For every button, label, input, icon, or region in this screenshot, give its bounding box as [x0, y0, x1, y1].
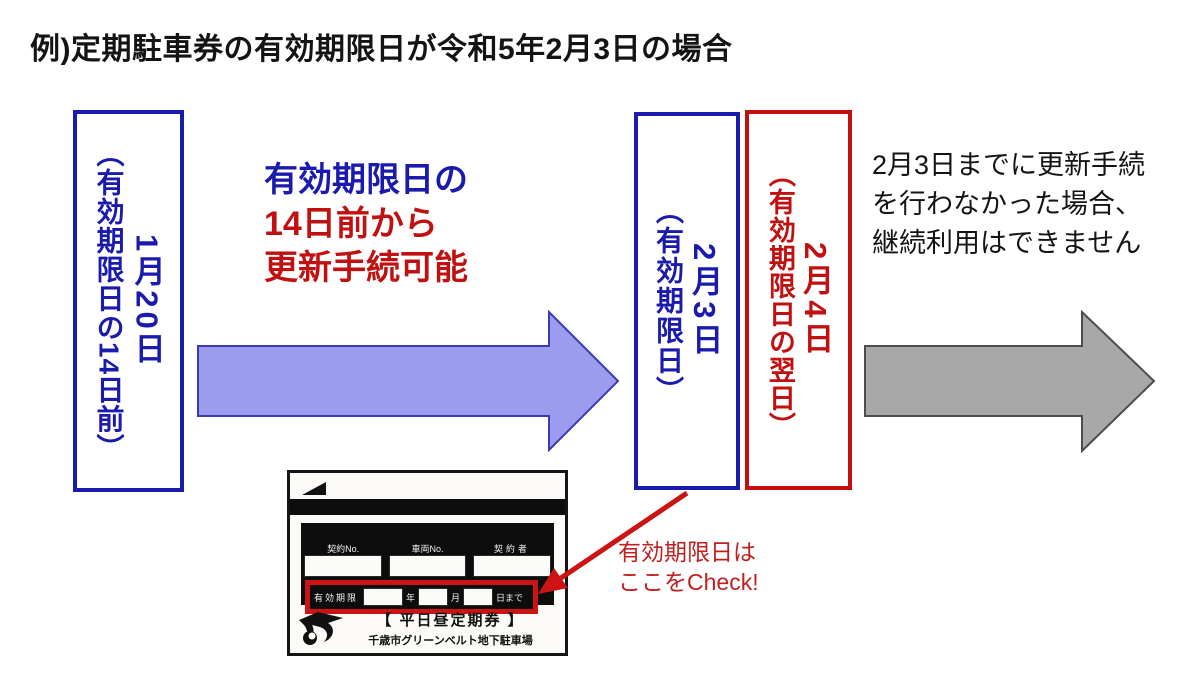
- magnetic-stripe: [290, 499, 565, 515]
- renewal-period-arrow-icon: [197, 310, 620, 452]
- expiry-date-box: （有効期限日） 2月3日: [634, 112, 740, 490]
- expiry-row-highlight: 有効期限 年 月 日まで: [305, 580, 538, 614]
- contract-no-cell: [304, 555, 382, 577]
- day-unit-label: 日まで: [496, 592, 524, 603]
- vehicle-no-label: 車両No.: [411, 544, 444, 554]
- day-after-value: 2月4日: [798, 241, 834, 359]
- year-unit-label: 年: [406, 592, 416, 603]
- facility-name-label: 千歳市グリーンベルト地下駐車場: [368, 634, 533, 647]
- ticket-footer-text: 【 平日昼定期券 】 千歳市グリーンベルト地下駐車場: [344, 609, 557, 648]
- contract-no-label: 契約No.: [327, 544, 360, 554]
- expiry-day-cell: [463, 588, 494, 606]
- start-date-label: （有効期限日の14日前）: [93, 139, 125, 463]
- contractor-label: 契約者: [493, 544, 530, 554]
- ticket-corner-mark-icon: [302, 482, 326, 495]
- check-note-line2: ここをCheck!: [618, 569, 759, 595]
- renewal-note-line3: 更新手続可能: [264, 249, 468, 287]
- check-pointer-arrow-icon: [538, 490, 689, 594]
- renewal-note-line1: 有効期限日の: [264, 161, 468, 199]
- renewal-note: 有効期限日の 14日前から 更新手続可能: [264, 158, 468, 290]
- parking-logo-icon: [299, 612, 343, 645]
- expiry-date-value: 2月3日: [687, 242, 723, 360]
- deadline-warning-note: 2月3日までに更新手続を行わなかった場合、継続利用はできません: [872, 150, 1146, 258]
- month-unit-label: 月: [451, 592, 461, 603]
- day-after-expiry-box: （有効期限日の翌日） 2月4日: [745, 110, 852, 490]
- ticket-field-cells: [304, 555, 552, 577]
- ticket-footer: 【 平日昼定期券 】 千歳市グリーンベルト地下駐車場: [298, 608, 557, 648]
- page-title: 例)定期駐車券の有効期限日が令和5年2月3日の場合: [30, 33, 733, 66]
- ticket-field-labels: 契約No. 車両No. 契約者: [301, 542, 554, 555]
- expiry-month-cell: [418, 588, 449, 606]
- expiry-row-label: 有効期限: [314, 592, 359, 603]
- contractor-cell: [473, 555, 552, 577]
- start-date-box: （有効期限日の14日前） 1月20日: [73, 110, 184, 492]
- check-note-line1: 有効期限日は: [618, 539, 756, 565]
- renewal-note-line2: 14日前から: [264, 205, 438, 243]
- parking-ticket-image: 契約No. 車両No. 契約者 有効期限 年 月 日まで: [287, 470, 568, 656]
- ticket-type-label: 【 平日昼定期券 】: [376, 611, 525, 629]
- expiry-year-cell: [363, 588, 404, 606]
- expiry-date-label: （有効期限日）: [652, 196, 684, 406]
- ticket-fields-panel: 契約No. 車両No. 契約者 有効期限 年 月 日まで: [301, 523, 554, 614]
- expired-period-arrow-icon: [864, 310, 1156, 453]
- check-here-note: 有効期限日は ここをCheck!: [618, 537, 759, 597]
- vehicle-no-cell: [388, 555, 467, 577]
- day-after-label: （有効期限日の翌日）: [764, 160, 795, 440]
- start-date-value: 1月20日: [129, 234, 165, 368]
